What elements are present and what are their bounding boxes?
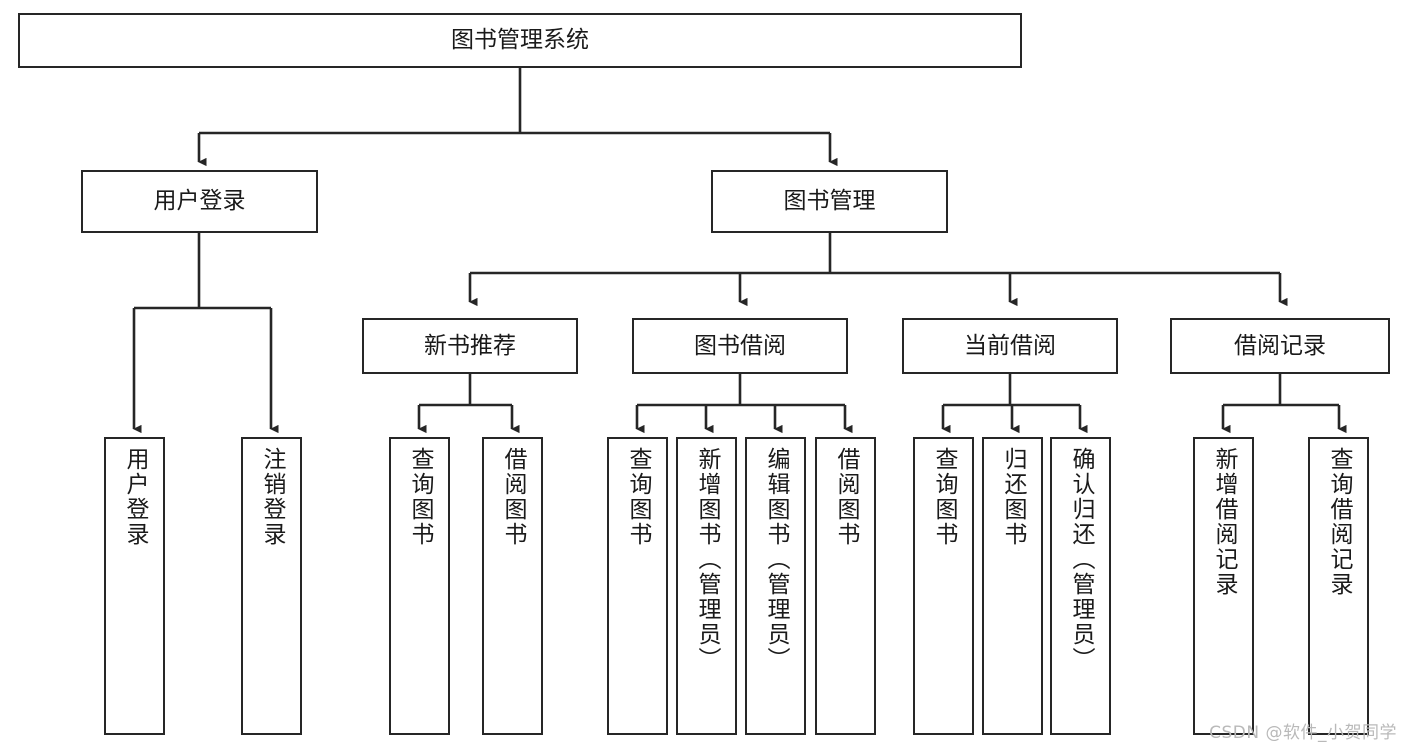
node-leaf-user-login[interactable]: 用户登录: [104, 437, 165, 735]
node-label: 图书管理系统: [451, 27, 589, 54]
node-leaf-logout[interactable]: 注销登录: [241, 437, 302, 735]
node-label: 确认归还（管理员）: [1068, 447, 1094, 672]
node-label: 归还图书: [1000, 447, 1026, 547]
node-label: 查询图书: [407, 447, 433, 547]
node-label: 借阅图书: [500, 447, 526, 547]
node-new-book-recommend[interactable]: 新书推荐: [362, 318, 578, 374]
node-label: 查询图书: [931, 447, 957, 547]
node-book-management[interactable]: 图书管理: [711, 170, 948, 233]
node-leaf-borrow-book[interactable]: 借阅图书: [815, 437, 876, 735]
node-label: 借阅记录: [1234, 332, 1326, 359]
node-label: 查询借阅记录: [1326, 447, 1352, 597]
node-leaf-new-book-query[interactable]: 查询图书: [389, 437, 450, 735]
node-label: 图书借阅: [694, 332, 786, 359]
node-label: 新增借阅记录: [1211, 447, 1237, 597]
node-current-borrow[interactable]: 当前借阅: [902, 318, 1118, 374]
node-leaf-confirm-return-admin[interactable]: 确认归还（管理员）: [1050, 437, 1111, 735]
node-label: 当前借阅: [964, 332, 1056, 359]
node-leaf-return-book[interactable]: 归还图书: [982, 437, 1043, 735]
node-label: 用户登录: [122, 447, 148, 547]
node-label: 图书管理: [783, 188, 876, 215]
node-leaf-current-query-book[interactable]: 查询图书: [913, 437, 974, 735]
node-label: 新书推荐: [424, 332, 516, 359]
node-borrow-record[interactable]: 借阅记录: [1170, 318, 1390, 374]
node-label: 编辑图书（管理员）: [763, 447, 789, 672]
node-leaf-query-borrow-record[interactable]: 查询借阅记录: [1308, 437, 1369, 735]
node-leaf-add-book-admin[interactable]: 新增图书（管理员）: [676, 437, 737, 735]
node-root-book-management-system[interactable]: 图书管理系统: [18, 13, 1022, 68]
node-label: 借阅图书: [833, 447, 859, 547]
node-leaf-edit-book-admin[interactable]: 编辑图书（管理员）: [745, 437, 806, 735]
node-leaf-new-book-borrow[interactable]: 借阅图书: [482, 437, 543, 735]
node-label: 用户登录: [153, 188, 246, 215]
node-label: 查询图书: [625, 447, 651, 547]
node-leaf-borrow-query-book[interactable]: 查询图书: [607, 437, 668, 735]
node-user-login[interactable]: 用户登录: [81, 170, 318, 233]
node-label: 注销登录: [259, 447, 285, 547]
node-label: 新增图书（管理员）: [694, 447, 720, 672]
node-book-borrow[interactable]: 图书借阅: [632, 318, 848, 374]
node-leaf-add-borrow-record[interactable]: 新增借阅记录: [1193, 437, 1254, 735]
